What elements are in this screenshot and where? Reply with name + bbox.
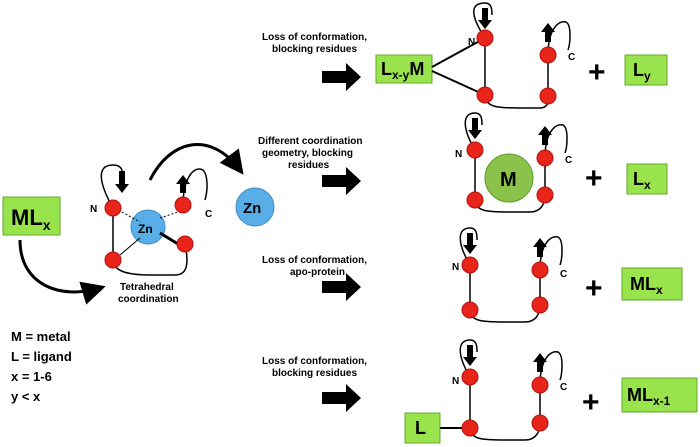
residue-3 xyxy=(174,196,192,214)
bond-c xyxy=(159,211,179,219)
lxym-label: Lx-yM xyxy=(381,59,424,82)
start-complex: MLx Zn N C Tetrahedral coordination xyxy=(2,143,244,305)
row4-arrow-down xyxy=(463,345,477,366)
row3-res-3 xyxy=(531,261,549,279)
row4-c: C xyxy=(560,382,567,393)
row3-n-hairpin xyxy=(459,227,478,266)
row1-arrow xyxy=(322,63,361,91)
curved-arrow-in xyxy=(18,239,106,305)
n-terminus-label: N xyxy=(90,204,97,215)
row3-res-4 xyxy=(531,296,549,314)
row3-plus: + xyxy=(585,272,603,305)
row1-bond-top xyxy=(431,37,486,68)
row2-arrow-down xyxy=(468,118,482,139)
row3-res-1 xyxy=(461,256,479,274)
row-1: Loss of conformation, blocking residues … xyxy=(262,2,668,109)
mlx-result-box xyxy=(621,267,683,301)
row3-c: C xyxy=(560,269,567,280)
row2-c: C xyxy=(565,155,572,166)
row4-arrow-up xyxy=(533,353,547,372)
row1-bond-bottom xyxy=(431,70,486,96)
row3-res-2 xyxy=(461,301,479,319)
residue-2 xyxy=(104,251,122,269)
row4-res-1 xyxy=(461,368,479,386)
row1-n-hairpin xyxy=(473,2,493,39)
row2-arrow xyxy=(322,167,361,195)
row1-res-1 xyxy=(476,29,494,47)
mlx-result-label: MLx xyxy=(630,274,663,297)
row4-n: N xyxy=(452,376,459,387)
row4-res-4 xyxy=(531,414,549,432)
strand-arrow-down xyxy=(115,171,129,193)
row1-res-3 xyxy=(539,46,557,64)
l-box xyxy=(404,412,441,444)
row4-arrow xyxy=(322,384,361,412)
ly-box xyxy=(624,54,668,86)
row-4: Loss of conformation, blocking residues … xyxy=(262,339,698,444)
row3-arrow xyxy=(322,273,361,301)
bond-wedge xyxy=(159,231,179,246)
row4-n-hairpin xyxy=(459,339,478,378)
row1-c: C xyxy=(568,52,575,63)
row3-arrow-down xyxy=(463,233,477,254)
row2-res-4 xyxy=(536,186,554,204)
metal-circle-label: M xyxy=(500,169,517,191)
row-3: Loss of conformation, apo-protein N C + … xyxy=(262,227,683,323)
ly-label: Ly xyxy=(633,60,651,83)
row4-caption: Loss of conformation, blocking residues xyxy=(262,356,370,379)
row3-caption: Loss of conformation, apo-protein xyxy=(262,255,370,278)
lxym-box xyxy=(375,54,433,84)
row2-res-2 xyxy=(466,191,484,209)
row1-res-4 xyxy=(539,87,557,105)
row1-plus: + xyxy=(588,56,606,89)
mlx-start-box xyxy=(2,196,61,236)
strand-arrow-up xyxy=(176,175,190,193)
row3-backbone xyxy=(469,265,541,323)
legend: M = metal L = ligand x = 1-6 y < x xyxy=(11,329,75,404)
row1-arrow-down xyxy=(478,8,492,29)
row2-res-1 xyxy=(466,141,484,159)
lx-box xyxy=(626,163,668,195)
curved-arrow-out xyxy=(148,143,244,181)
row2-plus: + xyxy=(585,162,603,195)
row1-n: N xyxy=(468,37,475,48)
row1-res-2 xyxy=(476,86,494,104)
row2-res-3 xyxy=(536,149,554,167)
row3-arrow-up xyxy=(533,238,547,257)
residue-1 xyxy=(104,199,122,217)
free-zinc-label: Zn xyxy=(243,200,261,217)
bond-n xyxy=(121,211,141,223)
row1-arrow-up xyxy=(541,23,555,42)
mlx1-box xyxy=(621,377,698,413)
lx-label: Lx xyxy=(633,169,651,192)
zinc-site-circle xyxy=(130,209,166,245)
row3-n: N xyxy=(452,262,459,273)
mlx-start-label: MLx xyxy=(11,205,51,233)
row2-n-hairpin xyxy=(464,112,483,151)
row4-res-2 xyxy=(461,419,479,437)
row4-plus: + xyxy=(582,386,600,419)
row4-backbone xyxy=(469,377,541,441)
row2-caption: Different coordination geometry, blockin… xyxy=(258,136,365,171)
mlx1-label: MLx-1 xyxy=(627,385,671,408)
tetrahedral-caption: Tetrahedral coordination xyxy=(118,282,179,305)
row1-backbone xyxy=(484,38,550,109)
bond-bottom xyxy=(119,237,141,256)
zinc-site-label: Zn xyxy=(138,222,153,236)
residue-4 xyxy=(176,235,194,253)
c-terminus-label: C xyxy=(205,209,212,220)
l-label: L xyxy=(415,418,426,438)
row4-res-3 xyxy=(531,376,549,394)
row1-caption: Loss of conformation, blocking residues xyxy=(262,32,370,55)
row-2: Different coordination geometry, blockin… xyxy=(258,112,668,213)
metal-circle xyxy=(484,153,534,203)
free-zinc-circle xyxy=(235,187,275,227)
row2-n: N xyxy=(455,149,462,160)
row2-arrow-up xyxy=(538,126,552,145)
